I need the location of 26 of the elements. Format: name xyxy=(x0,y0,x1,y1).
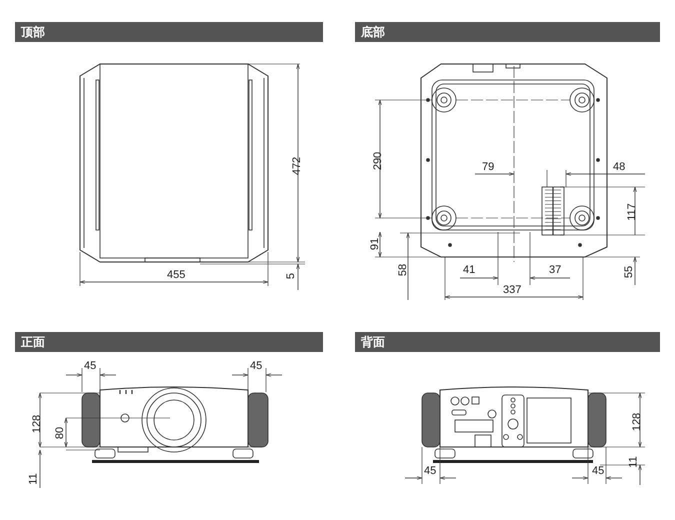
dimension-value: 80 xyxy=(54,426,66,440)
section-heading: 顶部 xyxy=(15,22,323,42)
dimension-value: 91 xyxy=(369,238,382,250)
dimension-value: 48 xyxy=(613,161,626,173)
dimension-value: 128 xyxy=(631,412,644,432)
dimension-value: 55 xyxy=(623,266,636,278)
dimension-value: 79 xyxy=(482,161,494,173)
dimension-value: 117 xyxy=(626,203,638,221)
dimension-value: 45 xyxy=(592,465,604,477)
dimension-value: 290 xyxy=(372,152,384,170)
dimension-value: 41 xyxy=(463,264,476,276)
section-heading: 正面 xyxy=(15,332,323,352)
dimension-value: 455 xyxy=(167,269,186,281)
dimension-value: 337 xyxy=(503,284,522,296)
dimension-value: 58 xyxy=(397,264,410,276)
section-heading: 底部 xyxy=(355,22,660,42)
dimension-value: 37 xyxy=(549,264,562,276)
dimension-value: 5 xyxy=(285,272,298,280)
section-heading: 背面 xyxy=(355,332,660,352)
dimension-value: 45 xyxy=(250,360,262,372)
dimension-value: 45 xyxy=(424,465,436,477)
dimension-value: 128 xyxy=(31,414,44,434)
dimension-value: 45 xyxy=(84,360,96,372)
dimension-value: 472 xyxy=(291,156,304,176)
dimension-value: 11 xyxy=(628,456,640,468)
dimension-value: 11 xyxy=(28,473,40,485)
